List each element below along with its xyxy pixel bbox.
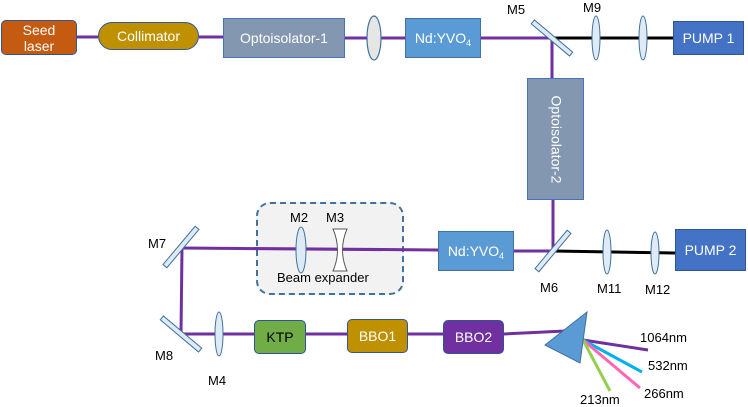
label-m7: M7 [148, 236, 167, 251]
seed-laser: Seed laser [1, 20, 77, 55]
optoisolator-1: Optoisolator-1 [223, 18, 345, 58]
label-m11: M11 [597, 281, 622, 296]
lens-m4-icon [214, 311, 224, 357]
nd-yvo4-crystal-2: Nd:YVO4 [438, 231, 514, 271]
nd-yvo4-1-label: Nd:YVO4 [414, 29, 472, 48]
nd-yvo4-2-label: Nd:YVO4 [447, 242, 505, 261]
collimator-label: Collimator [116, 27, 180, 44]
beam-m7-to-m8 [179, 247, 184, 335]
output-beam-1064nm [582, 338, 649, 352]
pump-1-label: PUMP 1 [682, 29, 735, 46]
optoisolator-2: Optoisolator-2 [527, 78, 584, 200]
optoisolator-1-label: Optoisolator-1 [240, 29, 328, 46]
lens-pump1-icon [638, 15, 648, 61]
label-m5: M5 [507, 2, 526, 17]
mirror-m5-icon [530, 19, 574, 57]
nd-yvo4-1-text: Nd:YVO [414, 29, 467, 46]
label-m6: M6 [540, 280, 559, 295]
output-beam-213nm [581, 339, 612, 392]
lens-m9-icon [591, 15, 601, 61]
label-m3: M3 [326, 210, 345, 225]
label-m12: M12 [645, 282, 671, 297]
ktp-label: KTP [266, 328, 294, 345]
lens-m11-icon [602, 229, 612, 275]
nd-yvo4-2-text: Nd:YVO [447, 242, 500, 259]
prism-icon [544, 310, 588, 364]
nd-yvo4-2-subscript: 4 [499, 250, 505, 261]
bbo2-label: BBO2 [454, 328, 493, 345]
bbo1-crystal: BBO1 [347, 319, 408, 353]
ktp-crystal: KTP [254, 320, 306, 354]
lens-m3-icon [332, 228, 348, 272]
beam-bbo2-to-prism [503, 329, 566, 336]
lens-m12-icon [650, 231, 660, 275]
pump-1: PUMP 1 [673, 21, 744, 55]
mirror-m7-icon [162, 225, 200, 269]
label-m8: M8 [155, 348, 174, 363]
mirror-m6-icon [534, 229, 572, 273]
seed-laser-label: Seed laser [22, 21, 56, 54]
lens-m2-icon [295, 226, 307, 274]
collimator: Collimator [98, 22, 199, 50]
bbo2-crystal: BBO2 [443, 320, 504, 354]
label-m9: M9 [583, 0, 602, 15]
nd-yvo4-crystal-1: Nd:YVO4 [405, 18, 481, 58]
mirror-m8-icon [159, 315, 203, 353]
label-m2: M2 [290, 210, 309, 225]
bbo1-label: BBO1 [358, 327, 397, 344]
nd-yvo4-1-subscript: 4 [466, 37, 472, 48]
wavelength-label-532: 532nm [648, 358, 688, 373]
wavelength-label-266: 266nm [644, 386, 684, 401]
output-beam-266nm [582, 338, 641, 390]
wavelength-label-213: 213nm [580, 392, 620, 407]
output-beam-532nm [582, 338, 643, 374]
pump-2-label: PUMP 2 [684, 241, 737, 258]
label-m4: M4 [208, 373, 227, 388]
beam-expander-label: Beam expander [277, 270, 369, 285]
lens-icon [366, 15, 382, 61]
wavelength-label-1064: 1064nm [640, 330, 687, 345]
beam-nd2-to-m7 [181, 246, 439, 252]
optoisolator-2-label: Optoisolator-2 [548, 95, 564, 183]
pump-2: PUMP 2 [675, 229, 746, 271]
